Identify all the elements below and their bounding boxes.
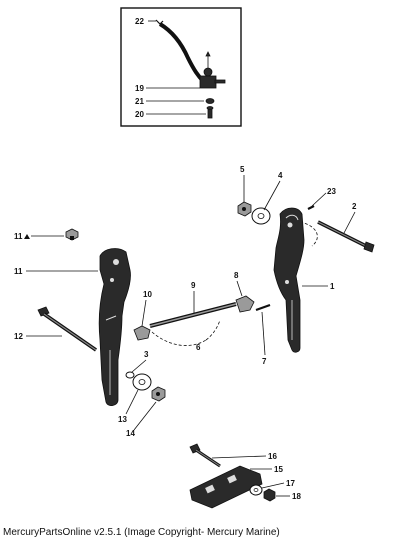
bracket-part-11 <box>98 248 131 406</box>
bolt-part-16 <box>189 443 221 468</box>
callout-7: 7 <box>262 357 267 366</box>
callout-18: 18 <box>292 492 301 501</box>
callout-6: 6 <box>196 343 201 352</box>
callout-3: 3 <box>144 350 149 359</box>
bracket-part-19 <box>199 51 226 89</box>
callout-21: 21 <box>135 97 144 106</box>
bracket-part-1 <box>273 207 305 353</box>
washer-part-17 <box>249 484 263 496</box>
callout-10: 10 <box>143 290 152 299</box>
callout-8: 8 <box>234 271 239 280</box>
callout-13: 13 <box>118 415 127 424</box>
washer-part-13 <box>132 373 152 391</box>
callout-20: 20 <box>135 110 144 119</box>
inset-frame <box>120 7 242 127</box>
nut-part-18 <box>263 488 276 502</box>
callout-11-triangle: 11 <box>14 232 23 241</box>
callout-1: 1 <box>330 282 335 291</box>
bolt-part-12 <box>37 306 97 352</box>
nut-part-14 <box>151 386 166 402</box>
ring-part-3 <box>125 371 135 379</box>
cable-part-22 <box>158 22 206 84</box>
spring-part-23 <box>307 205 315 210</box>
callout-16: 16 <box>268 452 277 461</box>
cable-end-22 <box>155 19 164 25</box>
callout-23: 23 <box>327 187 336 196</box>
callout-19: 19 <box>135 84 144 93</box>
callout-4: 4 <box>278 171 283 180</box>
screw-part-11-top <box>65 228 79 241</box>
callout-5: 5 <box>240 165 245 174</box>
callout-15: 15 <box>274 465 283 474</box>
washer-part-4 <box>251 207 271 225</box>
screw-part-20 <box>206 106 214 119</box>
callout-22: 22 <box>135 17 144 26</box>
shaft-part-9 <box>149 302 237 328</box>
callout-14: 14 <box>126 429 135 438</box>
clip-part-10 <box>133 325 151 341</box>
nut-part-5 <box>237 201 252 217</box>
callout-9: 9 <box>191 281 196 290</box>
plate-part-15 <box>189 465 263 509</box>
inset-detail: 22 19 21 20 <box>120 7 242 127</box>
washer-part-21 <box>205 98 215 104</box>
callout-12: 12 <box>14 332 23 341</box>
callout-17: 17 <box>286 479 295 488</box>
copyright-caption: MercuryPartsOnline v2.5.1 (Image Copyrig… <box>3 527 280 538</box>
link-part-8 <box>235 295 255 313</box>
triangle-marker-icon <box>24 234 30 239</box>
pin-part-7 <box>255 303 271 312</box>
callout-11: 11 <box>14 267 23 276</box>
callout-2: 2 <box>352 202 357 211</box>
bolt-part-2 <box>317 220 375 253</box>
